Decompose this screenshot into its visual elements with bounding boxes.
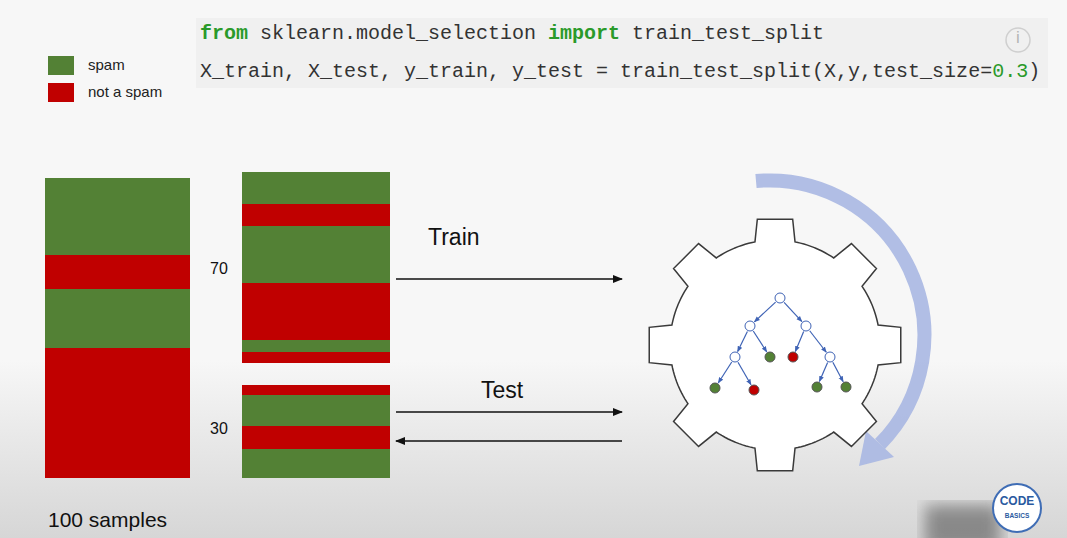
sample-stripe	[242, 226, 390, 283]
tree-branch	[810, 331, 827, 353]
logo-circle	[993, 484, 1041, 532]
node-label: 100 samples	[48, 508, 167, 532]
gear-outline	[622, 205, 922, 485]
bar-stripes	[242, 385, 390, 478]
sample-stripe	[242, 385, 390, 395]
legend-label: spam	[88, 56, 125, 73]
tree-node	[788, 352, 798, 362]
sample-stripe	[45, 289, 190, 348]
sample-stripe	[45, 255, 190, 289]
node-label: 70	[210, 260, 228, 278]
sample-stripe	[242, 172, 390, 204]
sample-stripe	[242, 395, 390, 426]
info-icon	[1006, 28, 1030, 52]
sample-stripe	[242, 426, 390, 449]
flow-arrow	[396, 411, 622, 412]
legend-swatch	[48, 83, 74, 102]
tree-branch	[754, 302, 775, 322]
sample-stripe	[45, 178, 190, 255]
sample-stripe	[242, 340, 390, 352]
flow-arrow	[396, 440, 622, 441]
decision-tree	[710, 293, 851, 395]
tree-branch	[784, 302, 802, 321]
node-label: 30	[210, 420, 228, 438]
code-panel	[196, 18, 1048, 88]
tree-branch	[819, 363, 827, 382]
logo-word: BASICS	[993, 512, 1041, 519]
info-letter: i	[1012, 29, 1024, 48]
tree-branch	[738, 331, 748, 351]
edge-label: Train	[428, 224, 480, 251]
sample-stripe	[242, 283, 390, 340]
tree-node	[801, 321, 811, 331]
tree-node	[841, 382, 851, 392]
shadow-blob	[925, 505, 1000, 538]
model-gear	[622, 205, 922, 485]
sample-stripe	[242, 204, 390, 226]
tree-branch	[833, 362, 843, 381]
gear-shape	[649, 219, 901, 471]
sample-bar: 100 samples	[45, 178, 190, 478]
code-line: from sklearn.model_selection import trai…	[200, 22, 824, 46]
sample-stripe	[242, 352, 390, 363]
tree-branch	[753, 331, 766, 352]
bar-stripes	[45, 178, 190, 478]
train-bar: 70	[242, 172, 390, 363]
legend-swatch	[48, 56, 74, 75]
tree-node	[730, 352, 740, 362]
tree-branch	[795, 332, 803, 352]
flow-arrow	[396, 278, 622, 279]
tree-node	[749, 385, 759, 395]
code-line: X_train, X_test, y_train, y_test = train…	[200, 60, 1040, 84]
bar-stripes	[242, 172, 390, 363]
tree-node	[825, 352, 835, 362]
tree-node	[765, 352, 775, 362]
tree-branch	[738, 362, 751, 385]
logo-word: CODE	[993, 495, 1041, 508]
edge-label: Test	[481, 377, 523, 404]
cycle-arrow-head	[859, 431, 894, 466]
tree-node	[775, 293, 785, 303]
sample-stripe	[242, 449, 390, 478]
tree-node	[745, 321, 755, 331]
test-bar: 30	[242, 385, 390, 478]
tree-node	[710, 383, 720, 393]
tree-branch	[718, 362, 731, 383]
tree-node	[812, 382, 822, 392]
legend-label: not a spam	[88, 83, 162, 100]
sample-stripe	[45, 348, 190, 478]
